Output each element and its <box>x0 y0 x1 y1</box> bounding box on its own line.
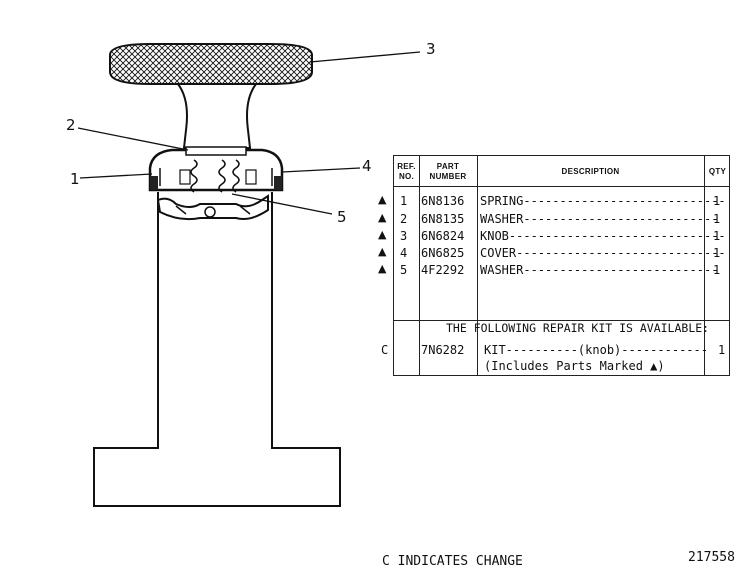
quantity: 1 <box>713 229 721 243</box>
body-housing <box>93 192 341 507</box>
quantity: 1 <box>713 212 721 226</box>
knob-part-3 <box>109 43 313 149</box>
part-number: 4F2292 <box>421 263 465 277</box>
ref-number: 1 <box>400 194 408 208</box>
description: WASHER--------------------------- <box>480 263 719 277</box>
callout-1: 1 <box>70 170 80 188</box>
kit-marker-icon: ▲ <box>378 245 387 258</box>
quantity: 1 <box>713 246 721 260</box>
description: WASHER--------------------------- <box>480 212 719 226</box>
parts-table: REF. NO. PART NUMBER DESCRIPTION QTY 1 6… <box>381 155 730 376</box>
figure-number: 217558 <box>688 550 735 565</box>
header-part-number: PART NUMBER <box>429 162 467 181</box>
ref-number: 5 <box>400 263 408 277</box>
description: KNOB------------------------------ <box>480 229 726 243</box>
description: COVER----------------------------- <box>480 246 726 260</box>
callout-5: 5 <box>337 208 347 226</box>
kit-description: KIT----------(knob)------------ <box>484 343 708 357</box>
kit-marker-icon: ▲ <box>378 211 387 224</box>
header-divider <box>394 186 729 187</box>
header-qty: QTY <box>708 167 727 176</box>
col-divider <box>704 156 705 375</box>
col-divider <box>419 156 420 375</box>
callout-2: 2 <box>66 116 76 134</box>
quantity: 1 <box>713 263 721 277</box>
kit-marker-icon: ▲ <box>378 228 387 241</box>
kit-marker-icon: ▲ <box>378 262 387 275</box>
kit-includes-note: (Includes Parts Marked ▲) <box>484 359 665 373</box>
part-number: 6N6824 <box>421 229 465 243</box>
part-number: 6N8136 <box>421 194 465 208</box>
kit-availability-note: THE FOLLOWING REPAIR KIT IS AVAILABLE: <box>446 321 710 335</box>
change-legend: C INDICATES CHANGE <box>382 554 523 569</box>
callout-3: 3 <box>426 40 436 58</box>
kit-part-number: 7N6282 <box>421 343 465 357</box>
spring-part-1 <box>179 159 257 193</box>
change-indicator: C <box>381 343 389 357</box>
header-description: DESCRIPTION <box>561 167 620 176</box>
quantity: 1 <box>713 194 721 208</box>
kit-divider <box>394 320 729 321</box>
ref-number: 2 <box>400 212 408 226</box>
kit-quantity: 1 <box>718 343 726 357</box>
kit-marker-icon: ▲ <box>378 193 387 206</box>
part-number: 6N8135 <box>421 212 465 226</box>
ref-number: 3 <box>400 229 408 243</box>
leader-lines <box>77 51 421 215</box>
washer-part-5 <box>156 194 269 221</box>
callout-4: 4 <box>362 157 372 175</box>
part-number: 6N6825 <box>421 246 465 260</box>
header-ref: REF. NO. <box>397 162 416 181</box>
description: SPRING---------------------------- <box>480 194 726 208</box>
ref-number: 4 <box>400 246 408 260</box>
col-divider <box>477 156 478 375</box>
cover-part-4 <box>148 146 284 192</box>
